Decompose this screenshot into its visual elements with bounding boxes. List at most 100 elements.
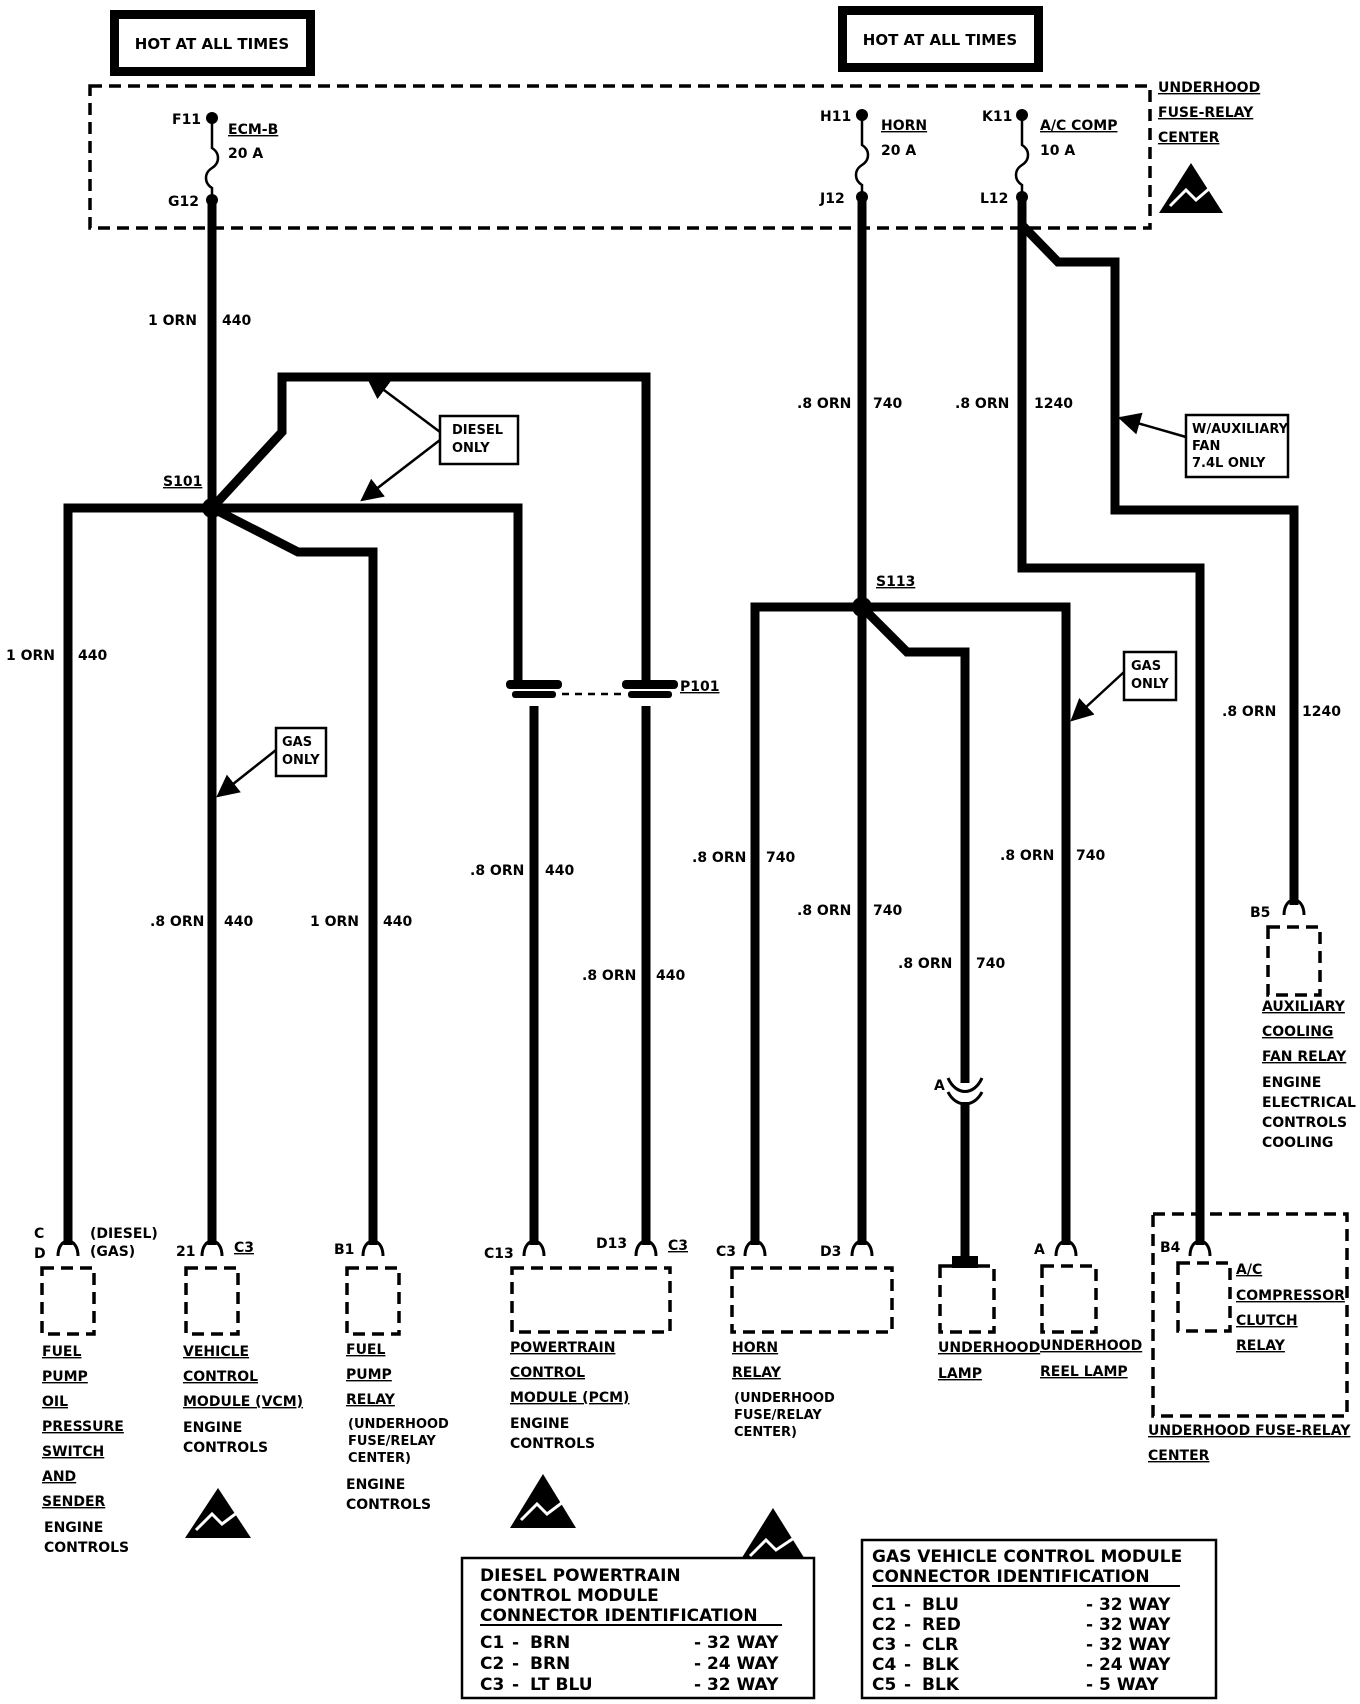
svg-text:H11: H11 (820, 109, 851, 125)
svg-text:C2: C2 (480, 1654, 504, 1674)
svg-text:G12: G12 (168, 194, 199, 210)
svg-text:FUEL: FUEL (42, 1344, 81, 1360)
svg-text:UNDERHOOD FUSE-RELAY: UNDERHOOD FUSE-RELAY (1148, 1423, 1351, 1439)
svg-text:C3: C3 (872, 1635, 896, 1655)
svg-text:CONTROLS: CONTROLS (346, 1497, 431, 1513)
svg-text:C2: C2 (872, 1615, 896, 1635)
svg-text:C1: C1 (872, 1595, 896, 1615)
pin-label: B1 (334, 1242, 354, 1258)
table-row: C3 - CLR - 32 WAY (872, 1635, 1171, 1655)
table-row: C3 - LT BLU - 32 WAY (480, 1675, 779, 1695)
svg-text:- 32 WAY: - 32 WAY (694, 1675, 779, 1695)
wire-label: .8 ORN (898, 956, 952, 972)
svg-text:C3: C3 (480, 1675, 504, 1695)
label-vcm: VEHICLE CONTROL MODULE (VCM) ENGINE CONT… (183, 1344, 303, 1456)
note-gas-only-vcm: GAS ONLY (216, 726, 328, 798)
connector-a-arc-2 (946, 1091, 984, 1106)
svg-text:CONTROL: CONTROL (183, 1369, 258, 1385)
wire-label: 1 ORN (6, 648, 55, 664)
svg-text:ENGINE: ENGINE (183, 1420, 242, 1436)
note-gas-only-reel: GAS ONLY (1070, 650, 1178, 722)
svg-text:-: - (512, 1633, 519, 1653)
svg-text:20 A: 20 A (881, 143, 916, 159)
svg-text:CLR: CLR (922, 1635, 958, 1655)
label-aux-cooling-fan-relay: AUXILIARY COOLING FAN RELAY ENGINE ELECT… (1262, 999, 1356, 1151)
pin-label: D3 (820, 1244, 841, 1260)
splice-label-s101: S101 (163, 474, 202, 490)
svg-text:C4: C4 (872, 1655, 896, 1675)
esd-icon (738, 1508, 808, 1564)
wire-label: .8 ORN (582, 968, 636, 984)
svg-text:FUEL: FUEL (346, 1342, 385, 1358)
esd-icon (510, 1474, 576, 1528)
svg-text:HORN: HORN (732, 1340, 778, 1356)
table-row: C2 - BRN - 24 WAY (480, 1654, 779, 1674)
table-row: C4 - BLK - 24 WAY (872, 1655, 1171, 1675)
svg-text:FUSE-RELAY: FUSE-RELAY (1158, 105, 1254, 121)
svg-text:BLK: BLK (922, 1675, 960, 1695)
svg-text:ONLY: ONLY (282, 753, 320, 768)
svg-text:GAS: GAS (282, 735, 312, 750)
svg-text:UNDERHOOD: UNDERHOOD (1040, 1338, 1142, 1354)
svg-text:A/C: A/C (1236, 1262, 1262, 1278)
esd-icon (1159, 163, 1223, 213)
svg-text:AND: AND (42, 1469, 76, 1485)
svg-text:VEHICLE: VEHICLE (183, 1344, 249, 1360)
fuse-ecm-b: F11 G12 ECM-B 20 A (168, 112, 278, 210)
label-underhood-reel-lamp: UNDERHOOD REEL LAMP (1040, 1338, 1142, 1380)
splice-s101 (202, 498, 222, 518)
label-fuel-pump: FUEL PUMP OIL PRESSURE SWITCH AND SENDER… (42, 1344, 129, 1556)
svg-text:REEL LAMP: REEL LAMP (1040, 1364, 1128, 1380)
wire-label: .8 ORN (150, 914, 204, 930)
splice-s113 (852, 597, 872, 617)
svg-text:-: - (512, 1654, 519, 1674)
svg-text:FAN RELAY: FAN RELAY (1262, 1049, 1347, 1065)
svg-text:POWERTRAIN: POWERTRAIN (510, 1340, 615, 1356)
pin-label: C3 (234, 1240, 254, 1256)
fuse-block-outline (88, 84, 1152, 230)
svg-text:-: - (904, 1655, 911, 1675)
svg-text:RELAY: RELAY (346, 1392, 396, 1408)
hot-at-all-times-left: HOT AT ALL TIMES (110, 10, 315, 76)
wire-label: 740 (976, 956, 1005, 972)
svg-text:20 A: 20 A (228, 146, 263, 162)
svg-text:7.4L ONLY: 7.4L ONLY (1192, 456, 1266, 471)
svg-text:MODULE (VCM): MODULE (VCM) (183, 1394, 303, 1410)
hot-at-all-times-right: HOT AT ALL TIMES (838, 6, 1043, 72)
pin-label: C3 (668, 1238, 688, 1254)
svg-text:W/AUXILIARY: W/AUXILIARY (1192, 422, 1289, 437)
svg-text:GAS VEHICLE CONTROL MODULE: GAS VEHICLE CONTROL MODULE (872, 1547, 1182, 1567)
svg-text:COMPRESSOR: COMPRESSOR (1236, 1288, 1345, 1304)
svg-text:-: - (904, 1615, 911, 1635)
svg-text:FUSE/RELAY: FUSE/RELAY (734, 1408, 822, 1423)
svg-text:PUMP: PUMP (346, 1367, 392, 1383)
svg-text:ONLY: ONLY (1131, 677, 1169, 692)
svg-text:FAN: FAN (1192, 439, 1220, 454)
svg-text:ENGINE: ENGINE (44, 1520, 103, 1536)
table-row: C1 - BLU - 32 WAY (872, 1595, 1171, 1615)
wire-label: .8 ORN (1000, 848, 1054, 864)
svg-text:ECM-B: ECM-B (228, 122, 278, 138)
note-diesel-only: DIESEL ONLY (360, 376, 520, 502)
svg-text:-: - (904, 1595, 911, 1615)
svg-text:- 32 WAY: - 32 WAY (1086, 1615, 1171, 1635)
wire-label: 740 (766, 850, 795, 866)
pin-label: B4 (1160, 1240, 1181, 1256)
svg-text:CLUTCH: CLUTCH (1236, 1313, 1298, 1329)
svg-text:GAS: GAS (1131, 659, 1161, 674)
svg-text:COOLING: COOLING (1262, 1135, 1333, 1151)
label-underhood-lamp: UNDERHOOD LAMP (938, 1340, 1040, 1382)
svg-text:UNDERHOOD: UNDERHOOD (938, 1340, 1040, 1356)
pin-label: A (934, 1078, 945, 1094)
svg-text:J12: J12 (819, 191, 845, 207)
note-aux-fan: W/AUXILIARY FAN 7.4L ONLY (1117, 412, 1290, 479)
fuse-ac-comp: K11 L12 A/C COMP 10 A (980, 109, 1117, 207)
esd-icon (185, 1488, 251, 1538)
svg-text:RELAY: RELAY (1236, 1338, 1286, 1354)
svg-text:CENTER: CENTER (1158, 130, 1220, 146)
svg-text:CONTROLS: CONTROLS (44, 1540, 129, 1556)
circuit-440-wires (63, 200, 651, 1245)
svg-text:UNDERHOOD: UNDERHOOD (1158, 80, 1260, 96)
pin-label: (DIESEL) (90, 1226, 158, 1242)
pin-label: D (34, 1246, 46, 1262)
